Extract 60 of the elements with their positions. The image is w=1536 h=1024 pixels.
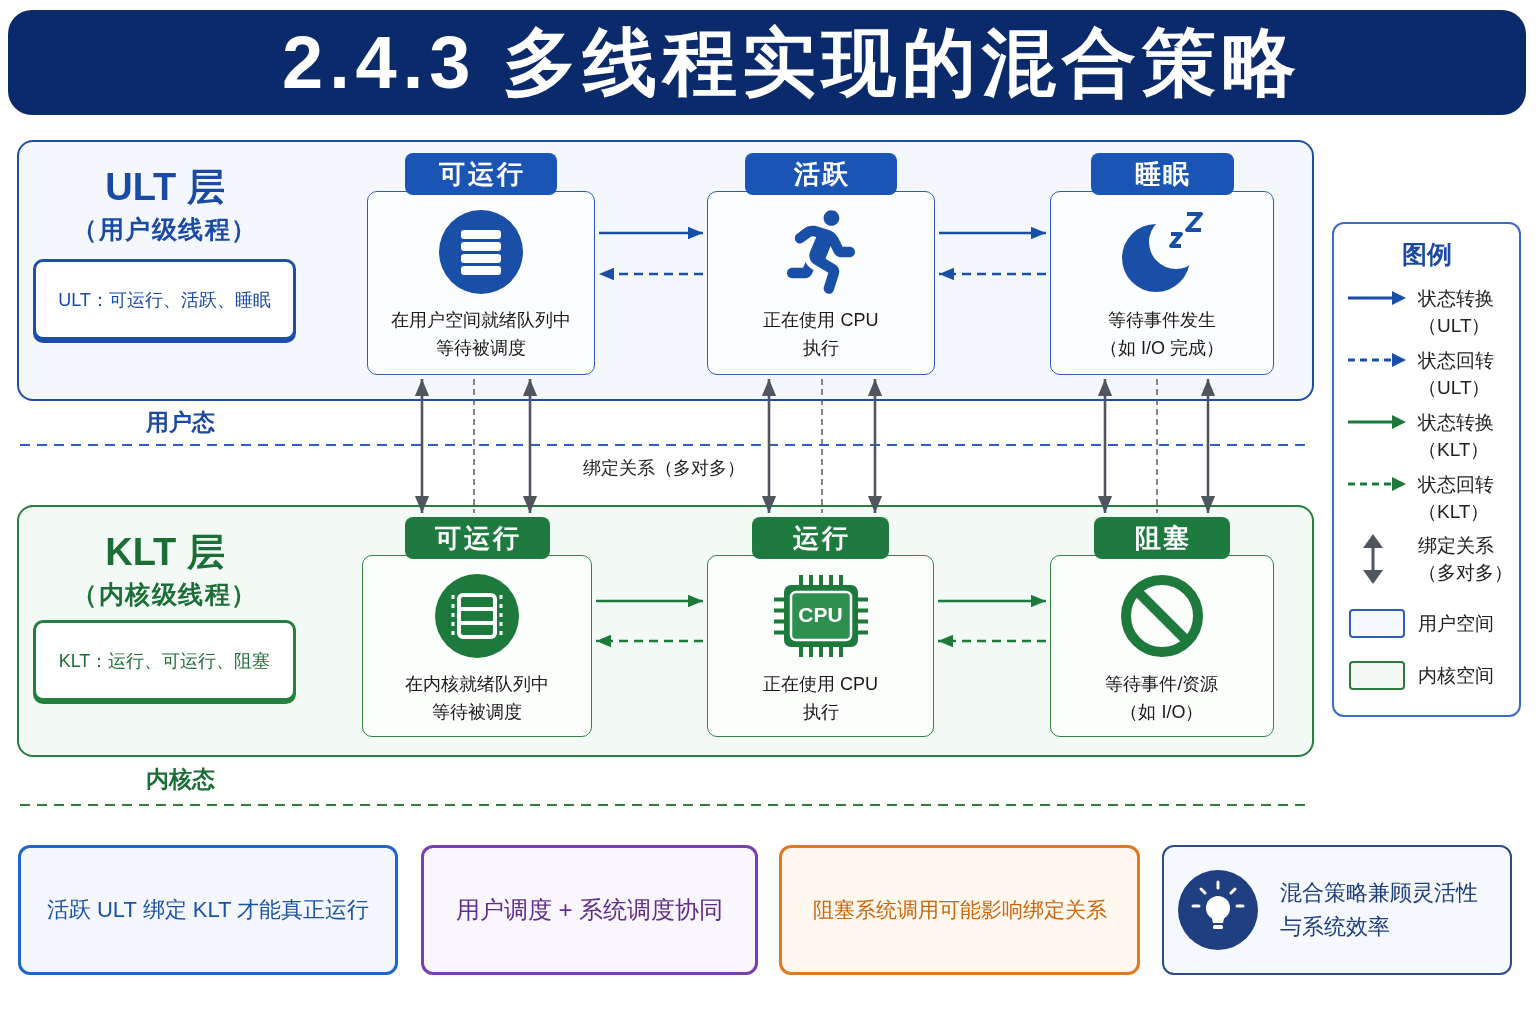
state-tab: 睡眠	[1090, 153, 1234, 195]
note-text: 用户调度 + 系统调度协同	[455, 895, 724, 925]
layer-title: ULT 层	[105, 165, 225, 210]
note-text: 混合策略兼顾灵活性与系统效率	[1280, 879, 1479, 941]
layer-panel	[17, 140, 1314, 401]
note-card	[779, 845, 1140, 975]
arrow	[938, 594, 1046, 608]
layer-subtitle: （用户级线程）	[72, 214, 258, 245]
layer-panel	[17, 505, 1314, 757]
dashed-connector-line	[1156, 378, 1158, 514]
layer-title: KLT 层	[105, 530, 225, 575]
summary-box	[33, 259, 296, 340]
state-description: 正在使用 CPU 执行	[762, 673, 879, 724]
arrow	[596, 594, 703, 608]
title: 2.4.3 多线程实现的混合策略	[282, 19, 1302, 106]
region-label: 用户态	[144, 408, 216, 437]
summary-box	[33, 620, 296, 701]
arrow	[599, 226, 703, 240]
legend-text: 状态转换（ULT）	[1418, 287, 1495, 338]
note-text: 活跃 ULT 绑定 KLT 才能真正运行	[46, 896, 370, 924]
dashed-connector-line	[821, 378, 823, 514]
note-text: 阻塞系统调用可能影响绑定关系	[812, 897, 1107, 923]
state-description: 正在使用 CPU 执行	[762, 309, 880, 360]
double-headed-arrow	[522, 379, 538, 513]
state-description: 等待事件/资源（如 I/O）	[1104, 673, 1220, 724]
state-description: 等待事件发生（如 I/O 完成）	[1099, 309, 1225, 360]
summary-text: KLT：运行、可运行、阻塞	[58, 649, 271, 673]
dashed-arrow	[938, 634, 1046, 648]
legend-text: 状态回转（ULT）	[1418, 349, 1495, 400]
state-tab: 运行	[752, 517, 889, 559]
binding-label: 绑定关系（多对多）	[583, 457, 745, 480]
note-card	[421, 845, 758, 975]
state-description: 在内核就绪队列中等待被调度	[404, 673, 550, 724]
legend-text: 用户空间	[1418, 612, 1494, 636]
state-tab: 阻塞	[1094, 517, 1230, 559]
layer-subtitle: （内核级线程）	[72, 579, 258, 610]
double-headed-arrow	[761, 379, 777, 513]
state-tab: 可运行	[404, 517, 550, 559]
legend-text: 绑定关系（多对多）	[1418, 534, 1514, 585]
chip-label: CPU	[797, 602, 844, 628]
state-tab: 可运行	[405, 153, 557, 195]
double-headed-arrow	[867, 379, 883, 513]
arrow	[939, 226, 1046, 240]
state-tab: 活跃	[745, 153, 897, 195]
dashed-arrow	[939, 267, 1046, 281]
legend-text: 状态转换（KLT）	[1418, 411, 1495, 462]
note-card	[1162, 845, 1512, 975]
summary-text: ULT：可运行、活跃、睡眠	[58, 288, 271, 312]
note-card	[18, 845, 398, 975]
double-headed-arrow	[1200, 379, 1216, 513]
dashed-connector-line	[473, 378, 475, 514]
region-label: 内核态	[144, 765, 216, 794]
double-headed-arrow	[414, 379, 430, 513]
legend-title: 图例	[1400, 239, 1453, 270]
legend-text: 状态回转（KLT）	[1418, 473, 1495, 524]
legend-text: 内核空间	[1418, 664, 1494, 688]
double-headed-arrow	[1097, 379, 1113, 513]
dashed-arrow	[596, 634, 703, 648]
state-description: 在用户空间就绪队列中等待被调度	[390, 309, 572, 360]
dashed-arrow	[599, 267, 703, 281]
